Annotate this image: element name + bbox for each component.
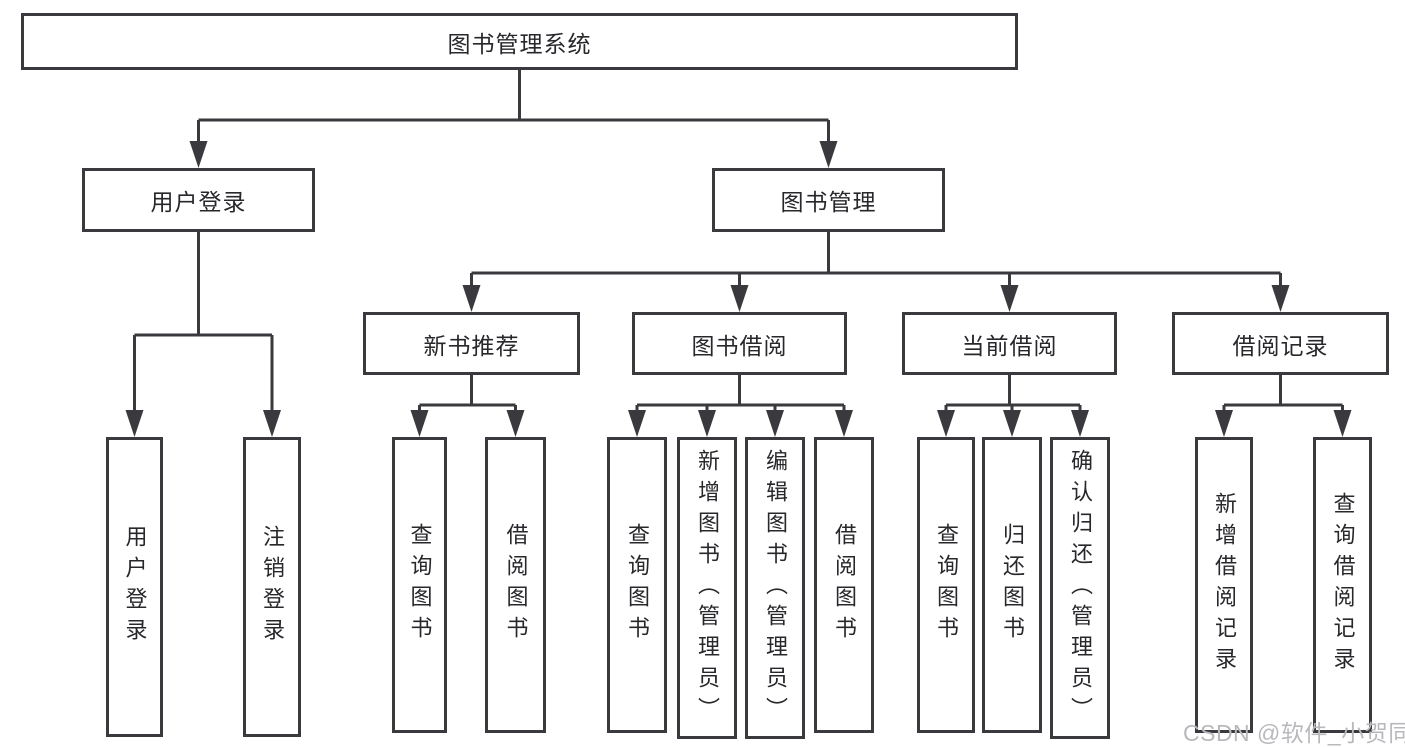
node-current-borrowing: 当前借阅 bbox=[902, 312, 1117, 375]
leaf-cb-confirm-return-admin: 确认归还（管理员） bbox=[1050, 437, 1110, 739]
leaf-nbr-borrow-books: 借阅图书 bbox=[485, 437, 546, 733]
leaf-user-login: 用户登录 bbox=[106, 437, 163, 737]
leaf-bb-query-books: 查询图书 bbox=[607, 437, 667, 733]
node-user-login: 用户登录 bbox=[82, 168, 315, 232]
leaf-br-add-record: 新增借阅记录 bbox=[1195, 437, 1253, 733]
leaf-bb-add-books-admin: 新增图书（管理员） bbox=[677, 437, 737, 739]
node-book-borrowing: 图书借阅 bbox=[632, 312, 847, 375]
node-book-management: 图书管理 bbox=[712, 168, 945, 232]
leaf-br-query-record: 查询借阅记录 bbox=[1313, 437, 1372, 733]
node-borrowing-records: 借阅记录 bbox=[1172, 312, 1389, 375]
leaf-cb-query-books: 查询图书 bbox=[917, 437, 975, 733]
leaf-bb-borrow-books: 借阅图书 bbox=[814, 437, 874, 733]
leaf-nbr-query-books: 查询图书 bbox=[392, 437, 447, 733]
leaf-cb-return-books: 归还图书 bbox=[982, 437, 1042, 733]
leaf-logout-login: 注销登录 bbox=[243, 437, 301, 737]
node-library-management-system: 图书管理系统 bbox=[21, 13, 1018, 70]
node-new-book-recommend: 新书推荐 bbox=[363, 312, 580, 375]
leaf-bb-edit-books-admin: 编辑图书（管理员） bbox=[745, 437, 805, 739]
csdn-watermark: CSDN @软件_小贺同学 bbox=[1183, 720, 1405, 746]
